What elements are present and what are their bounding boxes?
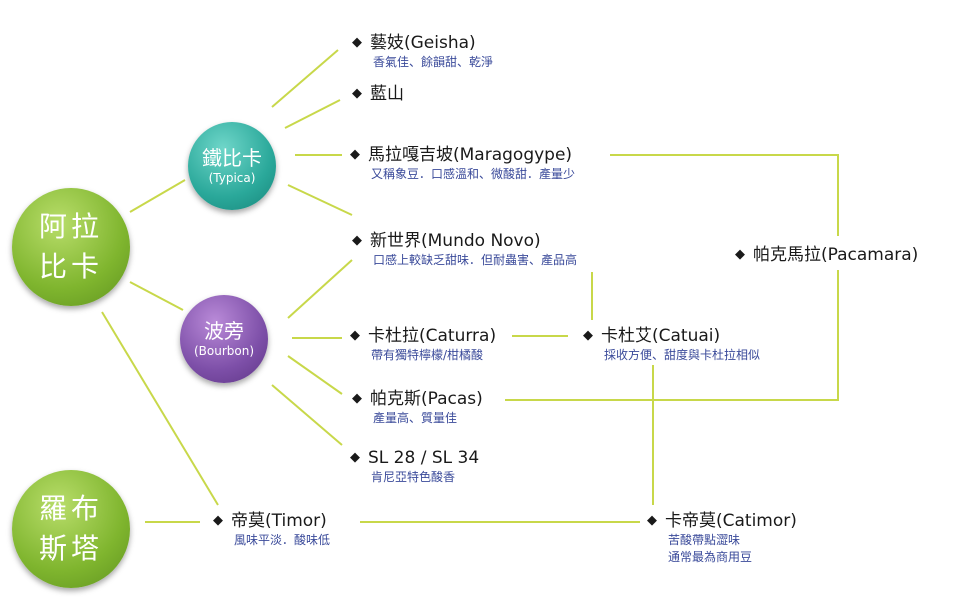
variety-desc: 香氣佳、餘韻甜、乾淨: [373, 55, 494, 69]
typica-node: 鐵比卡 (Typica): [188, 122, 276, 210]
variety-desc: 口感上較缺乏甜味．但耐蟲害、產品高: [373, 253, 578, 267]
variety-desc: 又稱象豆．口感溫和、微酸甜．產量少: [371, 167, 576, 181]
diamond-icon: ◆: [735, 247, 745, 262]
variety-pacamara: ◆ 帕克馬拉(Pacamara): [735, 244, 918, 266]
variety-sl: ◆ SL 28 / SL 34 肯尼亞特色酸香: [350, 447, 479, 486]
variety-name: 馬拉嘎吉坡(Maragogype): [368, 145, 573, 165]
variety-timor: ◆ 帝莫(Timor) 風味平淡．酸味低: [213, 510, 330, 549]
diamond-icon: ◆: [352, 86, 362, 101]
arabica-label-line1: 阿拉: [38, 210, 103, 243]
variety-catimor: ◆ 卡帝莫(Catimor) 苦酸帶點澀味 通常最為商用豆: [647, 510, 797, 566]
variety-desc: 風味平淡．酸味低: [234, 533, 331, 547]
variety-desc: 苦酸帶點澀味: [668, 533, 741, 547]
variety-desc-line2: 通常最為商用豆: [668, 550, 753, 564]
bourbon-node: 波旁 (Bourbon): [180, 295, 268, 383]
variety-name: 卡杜拉(Caturra): [368, 326, 497, 346]
variety-desc: 肯尼亞特色酸香: [371, 470, 456, 484]
variety-catuai: ◆ 卡杜艾(Catuai) 採收方便、甜度與卡杜拉相似: [583, 325, 760, 364]
diamond-icon: ◆: [647, 513, 657, 528]
typica-sub: (Typica): [208, 171, 256, 185]
variety-name: 新世界(Mundo Novo): [370, 231, 541, 251]
variety-name: 卡杜艾(Catuai): [601, 326, 721, 346]
variety-pacas: ◆ 帕克斯(Pacas) 產量高、質量佳: [352, 388, 483, 427]
variety-caturra: ◆ 卡杜拉(Caturra) 帶有獨特檸檬/柑橘酸: [350, 325, 496, 364]
diamond-icon: ◆: [213, 513, 223, 528]
diamond-icon: ◆: [350, 147, 360, 162]
variety-name: SL 28 / SL 34: [368, 448, 480, 468]
diamond-icon: ◆: [352, 391, 362, 406]
diamond-icon: ◆: [350, 450, 360, 465]
variety-desc: 帶有獨特檸檬/柑橘酸: [371, 348, 484, 362]
robusta-label-line1: 羅布: [38, 492, 103, 525]
variety-name: 帕克馬拉(Pacamara): [753, 245, 919, 265]
robusta-label-line2: 斯塔: [38, 532, 103, 565]
diamond-icon: ◆: [583, 328, 593, 343]
variety-name: 帝莫(Timor): [231, 511, 327, 531]
diamond-icon: ◆: [352, 233, 362, 248]
typica-label: 鐵比卡: [202, 146, 262, 170]
variety-name: 藍山: [370, 84, 404, 104]
variety-geisha: ◆ 藝妓(Geisha) 香氣佳、餘韻甜、乾淨: [352, 32, 493, 71]
variety-name: 藝妓(Geisha): [370, 33, 476, 53]
diamond-icon: ◆: [350, 328, 360, 343]
variety-bluemountain: ◆ 藍山: [352, 83, 404, 105]
variety-maragogype: ◆ 馬拉嘎吉坡(Maragogype) 又稱象豆．口感溫和、微酸甜．產量少: [350, 144, 575, 183]
arabica-node: 阿拉 比卡: [12, 188, 130, 306]
bourbon-sub: (Bourbon): [193, 344, 255, 358]
arabica-label-line2: 比卡: [38, 250, 103, 283]
variety-name: 卡帝莫(Catimor): [665, 511, 797, 531]
variety-name: 帕克斯(Pacas): [370, 389, 483, 409]
variety-mundonovo: ◆ 新世界(Mundo Novo) 口感上較缺乏甜味．但耐蟲害、產品高: [352, 230, 577, 269]
bourbon-label: 波旁: [204, 319, 244, 343]
diamond-icon: ◆: [352, 35, 362, 50]
variety-desc: 產量高、質量佳: [373, 411, 458, 425]
robusta-node: 羅布 斯塔: [12, 470, 130, 588]
variety-desc: 採收方便、甜度與卡杜拉相似: [604, 348, 761, 362]
